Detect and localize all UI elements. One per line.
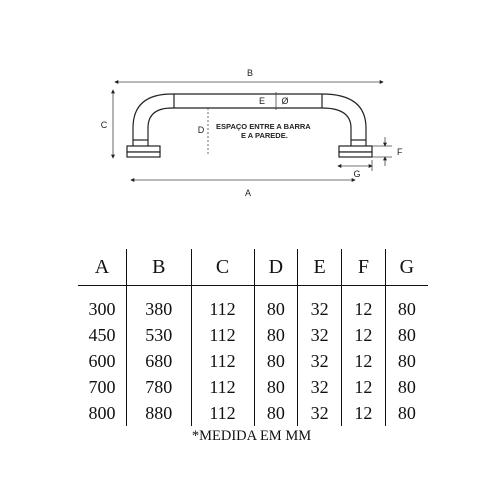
column-header: A [78,249,127,286]
table-cell: 600 [88,351,116,371]
table-cell: 80 [384,374,428,400]
column-header: C [190,249,255,286]
dimensions-table: A B C D E F G 300 380 112 80 32 12 80 45… [78,249,428,426]
note-line-1: ESPAÇO ENTRE A BARRA [216,122,311,131]
table-header-row: A B C D E F G [78,249,428,286]
table-cell: 80 [253,400,298,426]
grab-bar-technical-drawing: B C D E Ø ESPAÇO ENTRE A BARRA E A PARED… [101,68,403,198]
table-cell: 32 [297,374,342,400]
grab-bar-outline [132,93,367,152]
diameter-symbol: Ø [281,96,288,106]
label-f: F [397,147,403,157]
table-cell: 80 [253,322,298,348]
label-g: G [353,169,360,179]
table-cell: 300 [88,299,116,319]
label-b: B [247,68,253,78]
table-cell: 32 [297,400,342,426]
dimension-g [337,160,373,171]
table-cell: 700 [88,377,116,397]
table-row: 450 530 112 80 32 12 80 [78,322,428,348]
table-row: 300 380 112 80 32 12 80 [78,285,428,322]
table-cell: 112 [190,285,255,322]
table-cell: 32 [297,285,342,322]
table-cell: 112 [190,374,255,400]
label-c: C [101,120,108,130]
table-cell: 12 [341,285,386,322]
table-cell: 12 [341,400,386,426]
column-header: G [384,249,428,286]
table-cell: 112 [190,400,255,426]
column-header: E [297,249,342,286]
table-row: 800 880 112 80 32 12 80 [78,400,428,426]
table-cell: 80 [384,400,428,426]
table-row: 700 780 112 80 32 12 80 [78,374,428,400]
table-cell: 12 [341,374,386,400]
column-header: D [253,249,298,286]
table-cell: 32 [297,322,342,348]
label-a: A [245,188,251,198]
table-cell: 530 [126,322,192,348]
wall-flange-right [338,145,373,158]
table-cell: 32 [297,348,342,374]
label-e: E [259,96,265,106]
table-cell: 80 [253,374,298,400]
label-d: D [198,125,205,135]
column-header: F [341,249,386,286]
table-cell: 800 [88,403,116,423]
table-cell: 450 [88,325,116,345]
dimension-f [372,137,392,166]
table-cell: 12 [341,322,386,348]
table-cell: 80 [253,285,298,322]
note-line-2: E A PAREDE. [241,131,288,140]
wall-flange-left [126,145,161,158]
table-cell: 80 [384,348,428,374]
table-cell: 380 [126,285,192,322]
footnote: *MEDIDA EM MM [191,428,312,444]
table-row: 600 680 112 80 32 12 80 [78,348,428,374]
table-cell: 80 [253,348,298,374]
table-cell: 880 [126,400,192,426]
table-cell: 112 [190,322,255,348]
table-cell: 112 [190,348,255,374]
table-cell: 12 [341,348,386,374]
column-header: B [126,249,192,286]
table-cell: 780 [126,374,192,400]
table-cell: 80 [384,285,428,322]
table-cell: 80 [384,322,428,348]
table-cell: 680 [126,348,192,374]
